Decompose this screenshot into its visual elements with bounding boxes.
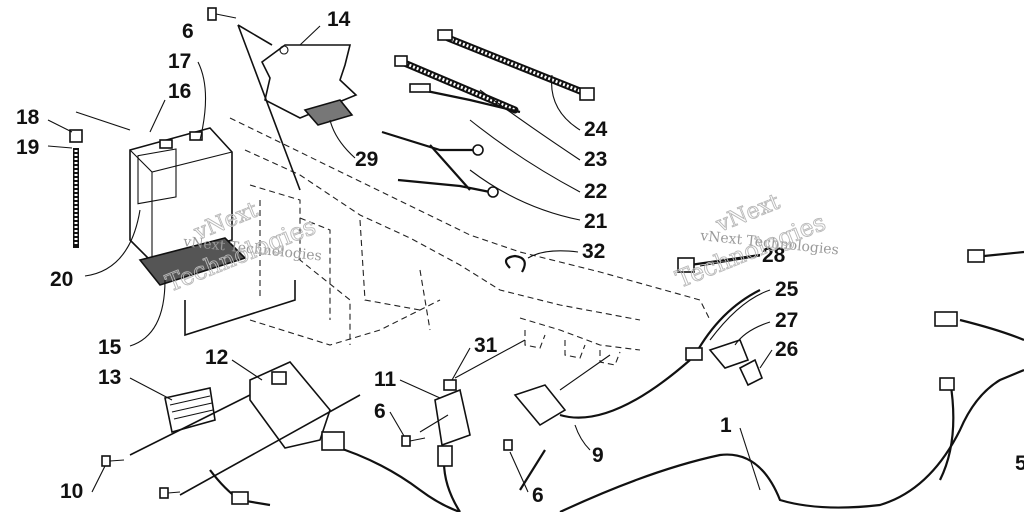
callout-27: 27 [775,309,798,332]
battery-strap-outline [184,280,296,337]
callout-22: 22 [584,180,607,203]
callout-13: 13 [98,366,121,389]
cable-24-terminal-b [579,87,595,101]
regulator [164,387,216,434]
callout-6-bottom: 6 [532,484,544,507]
bracket-hole [279,45,289,55]
bolt-10 [101,455,125,467]
cable-22-end [409,83,431,93]
callout-5: 5 [1015,452,1024,475]
cdi-harness [329,443,461,512]
callout-25: 25 [775,278,799,301]
cable-24-terminal-a [437,29,453,41]
harness-25-wire [694,289,761,356]
bolt-top [207,7,301,191]
callout-10: 10 [60,480,83,503]
callout-18: 18 [16,106,40,129]
cable-23-braid [401,60,516,112]
callout-17: 17 [168,50,191,73]
callout-26: 26 [775,338,798,361]
cable-21-link [429,144,471,191]
harness-lead-c [983,250,1024,258]
cdi-terminal [271,371,287,385]
cable-21-ring [472,144,484,156]
callout-15: 15 [98,336,122,359]
wire-relay-a [409,437,426,442]
callout-14: 14 [327,8,351,31]
clamp-leader [75,111,131,131]
callout-21: 21 [584,210,608,233]
callout-29: 29 [355,148,378,171]
bolt-6-lower [503,439,513,451]
battery-pad [138,237,247,286]
callout-12: 12 [205,346,228,369]
callout-11: 11 [374,368,397,391]
callout-24: 24 [584,118,608,141]
cap-26 [738,358,764,387]
cable-24-braid [447,36,586,95]
starter-relay [434,388,471,447]
frame-outline [229,117,711,366]
callout-19: 19 [16,136,39,159]
leader-lines [47,25,773,493]
callout-28: 28 [762,244,786,267]
main-harness [559,368,1024,512]
cable-21 [381,130,478,152]
main-harness-branch [939,379,955,481]
relay-terminal [443,379,457,391]
bracket-pad [303,99,354,126]
clamp-32 [504,254,526,273]
cable-21-ring-b [487,186,499,198]
relay-plug [437,445,453,467]
ignition-coil [513,384,567,427]
callout-20: 20 [50,268,73,291]
vent-clamp [69,129,83,143]
callout-16: 16 [168,80,191,103]
bolt-6-mid [401,435,411,447]
leader-cdi [179,394,361,496]
callout-23: 23 [584,148,607,171]
cable-21-branch [397,178,491,194]
harness-28-wire [689,253,761,267]
callout-31: 31 [474,334,498,357]
cdi-module [249,361,331,449]
main-harness-branch-2 [959,318,1024,342]
bolt-lower [159,487,181,499]
cable-23-terminal [394,55,408,67]
cdi-plug [321,431,345,451]
leader-relay [454,339,526,379]
battery [129,127,233,263]
callout-9: 9 [592,444,604,467]
leader-coil [559,354,611,391]
leader-regulator [129,394,251,456]
harness-connector-c [967,249,985,263]
callout-6-mid: 6 [374,400,386,423]
spark-cap-27 [708,339,750,369]
leader-bolt-6 [419,414,449,433]
reg-plug [231,491,249,505]
connector-25 [685,347,703,361]
callout-6-top: 6 [182,20,194,43]
callout-32: 32 [582,240,605,263]
battery-bracket [260,44,358,119]
connector-28 [677,257,695,273]
harness-connector-b [939,377,955,391]
callout-1: 1 [720,414,732,437]
coil-lead [559,359,691,419]
cable-22 [411,86,521,114]
harness-connector-a [934,311,958,327]
